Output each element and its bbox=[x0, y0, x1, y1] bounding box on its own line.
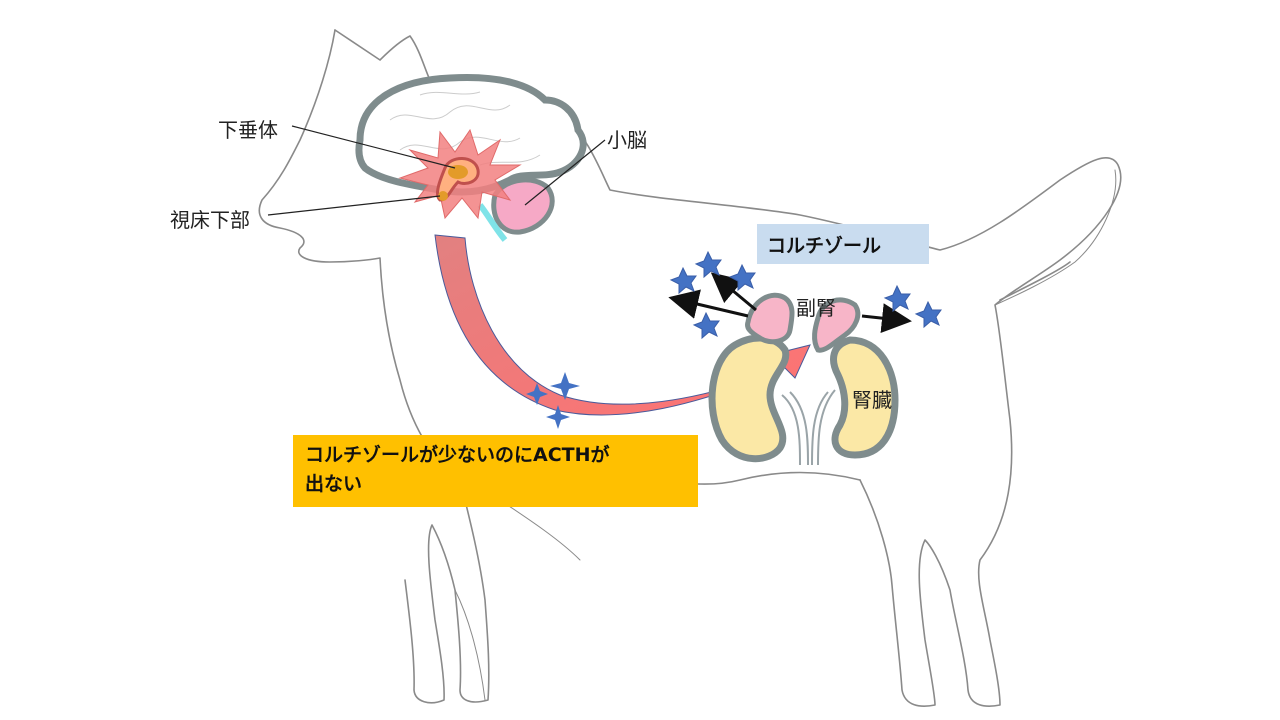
cortisol-arrow bbox=[861, 303, 912, 334]
pituitary-shape bbox=[448, 165, 468, 179]
warning-line-2: 出ない bbox=[305, 473, 363, 495]
pituitary-leader bbox=[291, 125, 456, 169]
brainstem bbox=[477, 203, 508, 242]
warning-line-1: コルチゾールが少ないのにACTHが bbox=[305, 444, 610, 466]
hypothalamus-label: 視床下部 bbox=[170, 208, 250, 232]
left-adrenal bbox=[745, 292, 795, 345]
cerebellum-label: 小脳 bbox=[607, 128, 647, 152]
kidneys bbox=[708, 334, 899, 466]
cortisol-arrow bbox=[710, 272, 757, 312]
arrow-icon bbox=[434, 234, 811, 416]
left-kidney bbox=[708, 334, 790, 463]
warning-box: コルチゾールが少ないのにACTHが 出ない bbox=[293, 435, 698, 507]
kidney-label: 腎臓 bbox=[852, 388, 892, 412]
hypothalamus-shape bbox=[436, 157, 480, 202]
cerebellum bbox=[491, 177, 555, 235]
cortisol-box: コルチゾール bbox=[757, 224, 929, 264]
right-adrenal bbox=[812, 297, 861, 353]
cortisol-box-text: コルチゾール bbox=[767, 235, 882, 257]
adrenal-label: 副腎 bbox=[796, 296, 836, 320]
cortisol-arrow bbox=[668, 289, 749, 319]
cerebellum-leader bbox=[524, 139, 606, 206]
cortisol-star-icon bbox=[669, 250, 942, 340]
pituitary-dot bbox=[438, 191, 448, 201]
right-kidney bbox=[830, 336, 899, 459]
hypothalamus-leader bbox=[267, 195, 441, 216]
pituitary-label: 下垂体 bbox=[218, 118, 278, 142]
sparkle-icon bbox=[526, 372, 580, 429]
